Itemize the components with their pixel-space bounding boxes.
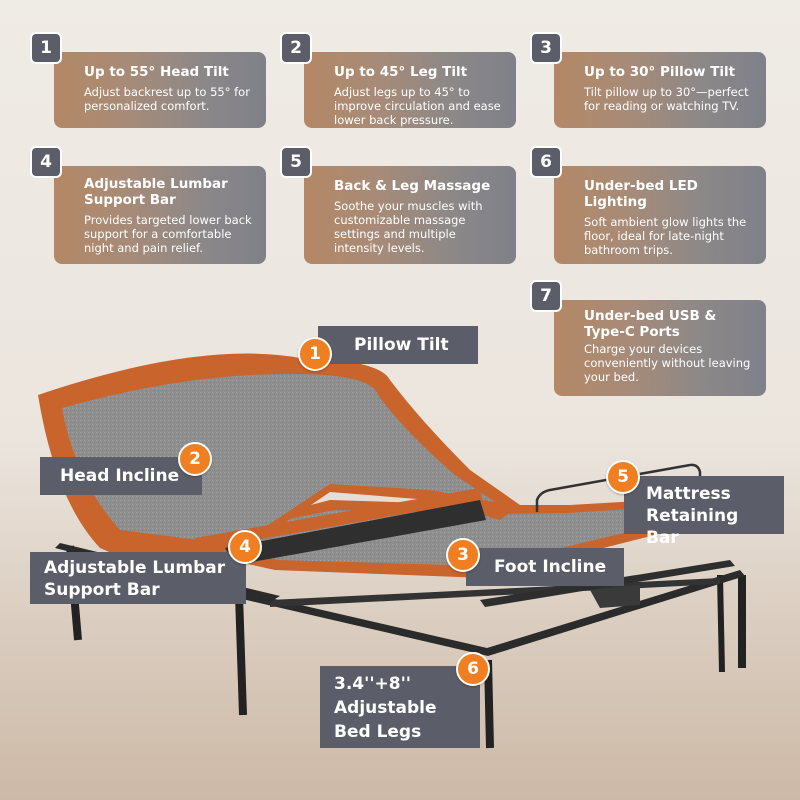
feature-description: Adjust legs up to 45° to improve circula… — [334, 85, 501, 127]
feature-card-1: Up to 55° Head Tilt Adjust backrest up t… — [54, 52, 266, 128]
callout-number-badge: 1 — [298, 337, 332, 371]
callout-foot-incline: Foot Incline — [466, 548, 624, 586]
feature-title: Under-bed USB & Type-C Ports — [584, 308, 717, 340]
callout-label-line: 3.4''+8'' — [334, 674, 412, 694]
feature-description: Soft ambient glow lights the floor, idea… — [584, 215, 747, 257]
feature-card-7: Under-bed USB & Type-C Ports Charge your… — [554, 300, 766, 396]
feature-number-badge: 6 — [530, 146, 562, 178]
callout-label: Head Incline — [60, 466, 180, 486]
feature-card-2: Up to 45° Leg Tilt Adjust legs up to 45°… — [304, 52, 516, 128]
feature-description: Charge your devices conveniently without… — [584, 342, 751, 384]
feature-title: Back & Leg Massage — [334, 178, 491, 194]
feature-title: Up to 30° Pillow Tilt — [584, 64, 736, 80]
feature-title: Under-bed LED Lighting — [584, 178, 698, 210]
callout-head-incline: Head Incline — [40, 457, 202, 495]
callout-number-badge: 2 — [178, 442, 212, 476]
feature-number-badge: 3 — [530, 32, 562, 64]
callout-pillow-tilt: Pillow Tilt — [318, 326, 478, 364]
feature-number-badge: 4 — [30, 146, 62, 178]
callout-label-line: Adjustable — [334, 698, 437, 718]
callout-label: Foot Incline — [494, 557, 607, 577]
feature-description: Tilt pillow up to 30°—perfect for readin… — [584, 85, 749, 113]
callout-lumbar-support: Adjustable Lumbar Support Bar — [30, 552, 246, 604]
lumbar-bar — [195, 488, 486, 565]
feature-card-4: Adjustable Lumbar Support Bar Provides t… — [54, 166, 266, 264]
feature-number-badge: 5 — [280, 146, 312, 178]
callout-number-badge: 4 — [228, 530, 262, 564]
feature-number-badge: 1 — [30, 32, 62, 64]
callout-label-line: Mattress — [646, 484, 731, 504]
feature-card-5: Back & Leg Massage Soothe your muscles w… — [304, 166, 516, 264]
callout-number-badge: 5 — [606, 460, 640, 494]
callout-label: Pillow Tilt — [354, 335, 449, 355]
head-section — [38, 353, 520, 600]
feature-title: Up to 55° Head Tilt — [84, 64, 229, 80]
feature-number-badge: 2 — [280, 32, 312, 64]
feature-card-6: Under-bed LED Lighting Soft ambient glow… — [554, 166, 766, 264]
feature-description: Adjust backrest up to 55° for personaliz… — [84, 85, 250, 113]
feature-title: Up to 45° Leg Tilt — [334, 64, 468, 80]
callout-label-line: Retaining Bar — [646, 506, 739, 548]
feature-description: Soothe your muscles with customizable ma… — [334, 199, 483, 255]
feature-number-badge: 7 — [530, 280, 562, 312]
feature-description: Provides targeted lower back support for… — [84, 213, 252, 255]
feature-title: Adjustable Lumbar Support Bar — [84, 176, 228, 208]
callout-adjustable-legs: 3.4''+8'' Adjustable Bed Legs — [320, 666, 480, 748]
callout-label-line: Support Bar — [44, 580, 160, 600]
feature-card-3: Up to 30° Pillow Tilt Tilt pillow up to … — [554, 52, 766, 128]
callout-label-line: Adjustable Lumbar — [44, 558, 226, 578]
callout-number-badge: 6 — [456, 652, 490, 686]
callout-retaining-bar: Mattress Retaining Bar — [624, 476, 784, 548]
callout-label-line: Bed Legs — [334, 722, 422, 742]
callout-number-badge: 3 — [446, 538, 480, 572]
